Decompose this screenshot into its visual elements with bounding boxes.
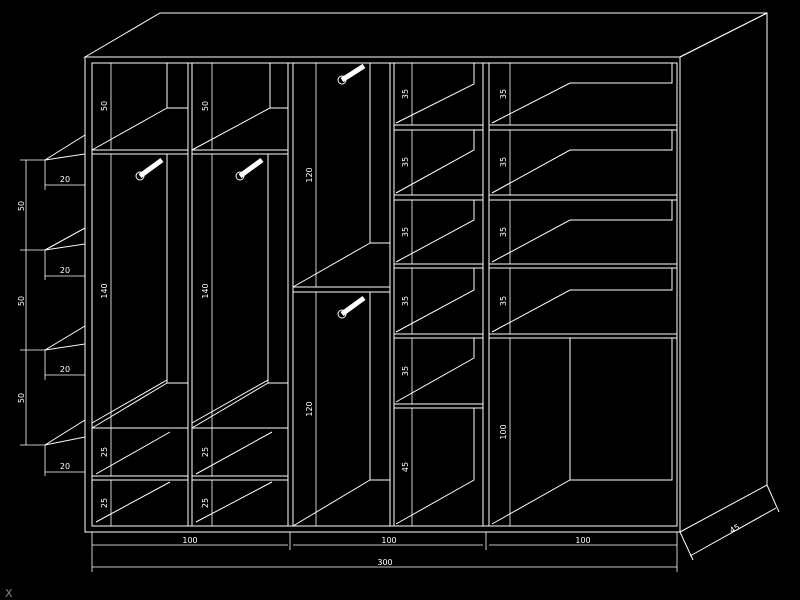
dim-text-c2: 35: [401, 157, 410, 167]
dim-text-w3: 100: [575, 536, 590, 545]
dim-text-r1: 35: [499, 89, 508, 99]
dim-text-s1: 50: [201, 101, 210, 111]
dim-text-ext-d4: 20: [60, 462, 70, 471]
dim-text-ext-s2: 50: [17, 296, 26, 306]
drawer-c6: [393, 407, 484, 527]
drawer-c1: [393, 62, 484, 126]
hanger-rod-4-end: [338, 310, 346, 318]
drawer-r2-inner: [492, 130, 672, 193]
drawer-2a-inner: [196, 432, 272, 474]
dim-text-c4: 35: [401, 296, 410, 306]
dim-text-s3: 25: [201, 447, 210, 457]
drawer-c1-inner: [396, 63, 474, 123]
mid-lower-floor: [293, 480, 370, 526]
dim-text-s4: 25: [201, 498, 210, 508]
drawer-2b: [191, 479, 289, 527]
carcass-right-side: [680, 13, 767, 532]
drawer-1a-inner: [96, 432, 170, 474]
drawer-1b: [91, 479, 189, 527]
drawer-c4-inner: [396, 268, 474, 332]
dim-text-ext-d1: 20: [60, 175, 70, 184]
dim-text-l3: 25: [100, 447, 109, 457]
dim-text-c6: 45: [401, 462, 410, 472]
ext-shelf-2: [45, 228, 85, 250]
hang-1-floor-2: [92, 380, 167, 423]
hanger-rod-2: [240, 160, 262, 176]
depth-dim-ext1: [680, 532, 693, 560]
carcass-inner-frame: [91, 62, 678, 527]
wardrobe-geometry: [45, 13, 779, 560]
dim-text-c1: 35: [401, 89, 410, 99]
drawer-c3-inner: [396, 200, 474, 262]
drawer-r1: [488, 62, 678, 126]
dim-text-ext-s1: 50: [17, 201, 26, 211]
hanger-rod-2-end: [236, 172, 244, 180]
drawer-1a: [91, 427, 189, 477]
dimension-lines: [20, 63, 677, 572]
dim-text-m2: 120: [305, 401, 314, 416]
drawer-r3-inner: [492, 200, 672, 262]
dim-text-r3: 35: [499, 227, 508, 237]
shelf-top-2: [191, 149, 289, 155]
dim-text-l4: 25: [100, 498, 109, 508]
hanger-rod-4: [342, 298, 364, 314]
dim-text-ext-d3: 20: [60, 365, 70, 374]
hang-1-floor: [92, 383, 167, 428]
drawer-2b-inner: [196, 482, 272, 522]
mid-lower-back: [370, 292, 390, 480]
dim-text-l2: 140: [100, 283, 109, 298]
ucs-axis-label: X: [5, 587, 13, 600]
dim-text-r2: 35: [499, 157, 508, 167]
hang-2-back: [268, 154, 288, 383]
drawer-r2: [488, 129, 678, 196]
dimension-texts: 50 140 25 25 50 140 25 25 120 120 35 35 …: [17, 89, 741, 567]
dim-text-w1: 100: [182, 536, 197, 545]
hang-2-floor: [192, 383, 268, 428]
dim-text-c5: 35: [401, 366, 410, 376]
carcass-top-panel: [85, 13, 767, 57]
drawer-c3: [393, 199, 484, 265]
dim-text-ext-d2: 20: [60, 266, 70, 275]
drawer-c4: [393, 267, 484, 335]
hang-2-floor-2: [192, 380, 268, 423]
drawer-r4: [488, 267, 678, 335]
drawer-r5: [488, 337, 678, 527]
drawer-c5-inner: [396, 338, 474, 402]
mid-upper-floor: [293, 243, 370, 287]
dim-text-depth: 45: [728, 522, 741, 535]
drawer-c6-inner: [396, 408, 474, 524]
dim-text-m1: 120: [305, 167, 314, 182]
drawer-2a: [191, 427, 289, 477]
dim-text-r4: 35: [499, 296, 508, 306]
dim-text-l1: 50: [100, 101, 109, 111]
depth-dim-line: [690, 508, 776, 556]
dim-text-r5: 100: [499, 424, 508, 439]
ext-shelf-4: [45, 420, 85, 445]
hanger-rod-1-end: [136, 172, 144, 180]
hang-1-back: [167, 154, 188, 383]
dim-text-s2: 140: [201, 283, 210, 298]
mid-shelf: [292, 286, 391, 293]
ext-shelf-1: [45, 135, 85, 160]
drawer-r3: [488, 199, 678, 265]
mid-upper-back: [370, 63, 390, 243]
drawer-r5-inner: [492, 338, 672, 524]
drawer-r4-inner: [492, 268, 672, 332]
dim-text-c3: 35: [401, 227, 410, 237]
drawer-c2-inner: [396, 130, 474, 193]
drawer-1b-inner: [96, 482, 170, 522]
drawer-c5: [393, 337, 484, 405]
hanger-rod-1: [140, 160, 162, 176]
depth-dim-ext2: [767, 485, 779, 512]
drawer-c2: [393, 129, 484, 196]
shelf-top-1: [91, 149, 189, 155]
dim-text-ext-s3: 50: [17, 393, 26, 403]
dim-text-total: 300: [377, 558, 392, 567]
drawer-r1-inner: [492, 63, 672, 123]
carcass-front-frame: [84, 56, 681, 533]
hanger-rod-3-end: [338, 76, 346, 84]
ext-shelf-3: [45, 326, 85, 350]
dim-text-w2: 100: [381, 536, 396, 545]
